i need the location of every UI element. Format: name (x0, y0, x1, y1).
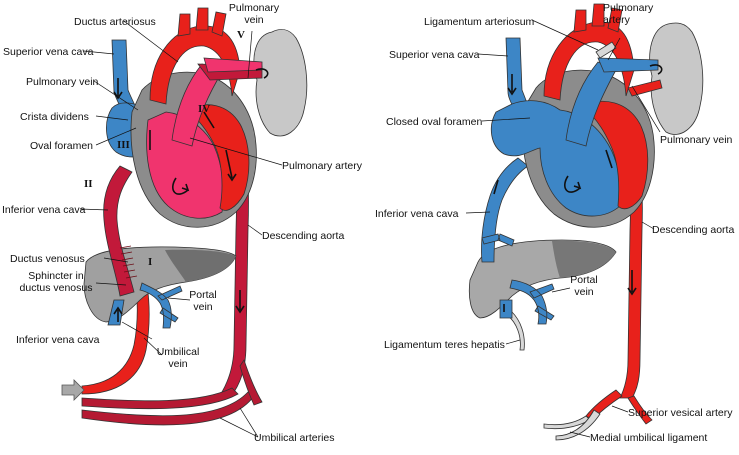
label-line: artery (603, 14, 631, 26)
fetal-pulmonary-artery-branch (203, 57, 263, 73)
neonatal-aortic-arch (543, 21, 635, 101)
fetal-numeral-iv: IV (198, 103, 210, 115)
fetal-ivc-bottom (107, 299, 125, 326)
neonatal-leader-lines (465, 19, 661, 438)
fetal-numeral-iii: III (117, 139, 130, 151)
fetal-flow-arrows (113, 68, 269, 322)
fetal-ductus-venosus-hatch (119, 245, 138, 279)
fetal-label-superior-vena-cava: Superior vena cava (3, 46, 94, 58)
neonatal-ivc-bottom (499, 299, 513, 319)
fetal-lung (253, 29, 308, 137)
neonatal-label-superior-vesical-artery: Superior vesical artery (628, 407, 733, 419)
fetal-label-inferior-vena-cava-top: Inferior vena cava (2, 204, 86, 216)
fetal-aortic-arch (149, 25, 241, 105)
fetal-label-oval-foramen: Oval foramen (30, 140, 93, 152)
fetal-numeral-ii: II (84, 178, 93, 190)
neonatal-arch-branch-3 (607, 7, 623, 33)
label-line: vein (574, 286, 593, 298)
fetal-label-inferior-vena-cava-bottom: Inferior vena cava (16, 334, 100, 346)
label-line: Portal (570, 274, 597, 286)
label-line: vein (244, 14, 263, 26)
neonatal-aorta-branch-2 (627, 395, 653, 425)
label-line: Pulmonary (603, 2, 654, 14)
fetal-portal-vein (139, 282, 183, 329)
fetal-inflow-arrow-icon (61, 379, 85, 401)
fetal-label-crista-dividens: Crista dividens (20, 111, 89, 123)
neonatal-pulmonary-veins (627, 79, 663, 97)
label-line: ductus venosus (20, 282, 93, 294)
fetal-umbilical-artery-1 (81, 387, 239, 410)
label-line: vein (168, 358, 187, 370)
fetal-aorta-split-right (239, 359, 263, 406)
neonatal-label-descending-aorta: Descending aorta (652, 224, 734, 236)
neonatal-portal-vein (509, 279, 555, 325)
fetal-arch-branch-2 (195, 7, 209, 31)
neonatal-ligamentum-arteriosum (595, 41, 617, 59)
fetal-ivc-upper (103, 165, 135, 297)
neonatal-ligamentum-teres (507, 311, 525, 351)
neonatal-label-medial-umbilical-ligament: Medial umbilical ligament (590, 432, 707, 444)
fetal-label-pulmonary-artery: Pulmonary artery (282, 160, 363, 172)
label-line: Pulmonary (229, 2, 280, 14)
fetal-leader-lines (79, 20, 283, 438)
label-line: Sphincter in (28, 270, 84, 282)
fetal-left-heart (187, 104, 250, 211)
fetal-right-ventricle (146, 111, 224, 219)
neonatal-label-superior-vena-cava: Superior vena cava (389, 49, 480, 61)
fetal-label-pulmonary-vein: Pulmonary vein (26, 76, 99, 88)
fetal-numeral-i: I (148, 256, 152, 268)
label-line: Umbilical (157, 346, 200, 358)
neonatal-label-pulmonary-vein: Pulmonary vein (660, 134, 733, 146)
neonatal-label-inferior-vena-cava: Inferior vena cava (375, 208, 459, 220)
neonatal-lung (649, 22, 704, 135)
neonatal-medial-umbilical-ligament-1 (543, 415, 591, 430)
neonatal-pulmonary-artery-branch (597, 57, 659, 73)
fetal-label-ductus-venosus: Ductus venosus (10, 253, 85, 265)
neonatal-left-heart (581, 100, 649, 210)
neonatal-arch-branch-1 (573, 9, 587, 33)
fetal-numeral-v: V (237, 29, 245, 41)
fetal-arch-branch-3 (211, 11, 227, 37)
neonatal-label-closed-oval-foramen: Closed oval foramen (386, 116, 482, 128)
neonatal-hepatic-veins (481, 233, 515, 247)
neonatal-label-ligamentum-arteriosum: Ligamentum arteriosum (424, 16, 535, 28)
fetal-liver-dark-lobe (165, 249, 236, 282)
fetal-label-ductus-arteriosus: Ductus arteriosus (74, 16, 156, 28)
fetal-arch-branch-1 (177, 13, 191, 37)
neonatal-arch-branch-2 (591, 3, 605, 27)
fetal-label-descending-aorta: Descending aorta (262, 230, 344, 242)
neonatal-label-ligamentum-teres: Ligamentum teres hepatis (384, 339, 505, 351)
label-line: Portal (189, 289, 216, 301)
neonatal-liver-dark-lobe (552, 240, 616, 278)
neonatal-flow-arrows (493, 64, 663, 312)
fetal-label-umbilical-arteries: Umbilical arteries (254, 432, 335, 444)
label-line: vein (193, 301, 212, 313)
